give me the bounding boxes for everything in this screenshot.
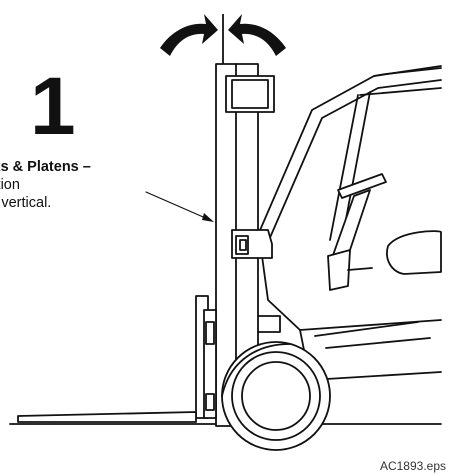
caption-line-2: osition <box>0 177 20 193</box>
front-wheel <box>221 341 331 451</box>
fork-carriage <box>17 295 217 423</box>
tilt-arrows <box>160 14 286 64</box>
leader-arrowhead-icon <box>202 213 214 222</box>
caption: orks & Platens – osition ast vertical. <box>0 158 91 212</box>
tilt-arrow-left-icon <box>160 14 218 56</box>
step-number: 1 <box>30 61 76 152</box>
steering-assembly <box>327 173 387 291</box>
caption-heading: orks & Platens – <box>0 159 91 175</box>
tilt-arrow-right-icon <box>228 14 286 56</box>
fork-blade <box>17 411 197 423</box>
caption-line-3: ast vertical. <box>0 195 52 211</box>
truck-body <box>261 230 442 381</box>
file-label: AC1893.eps <box>379 459 446 473</box>
leader-line <box>145 191 211 221</box>
